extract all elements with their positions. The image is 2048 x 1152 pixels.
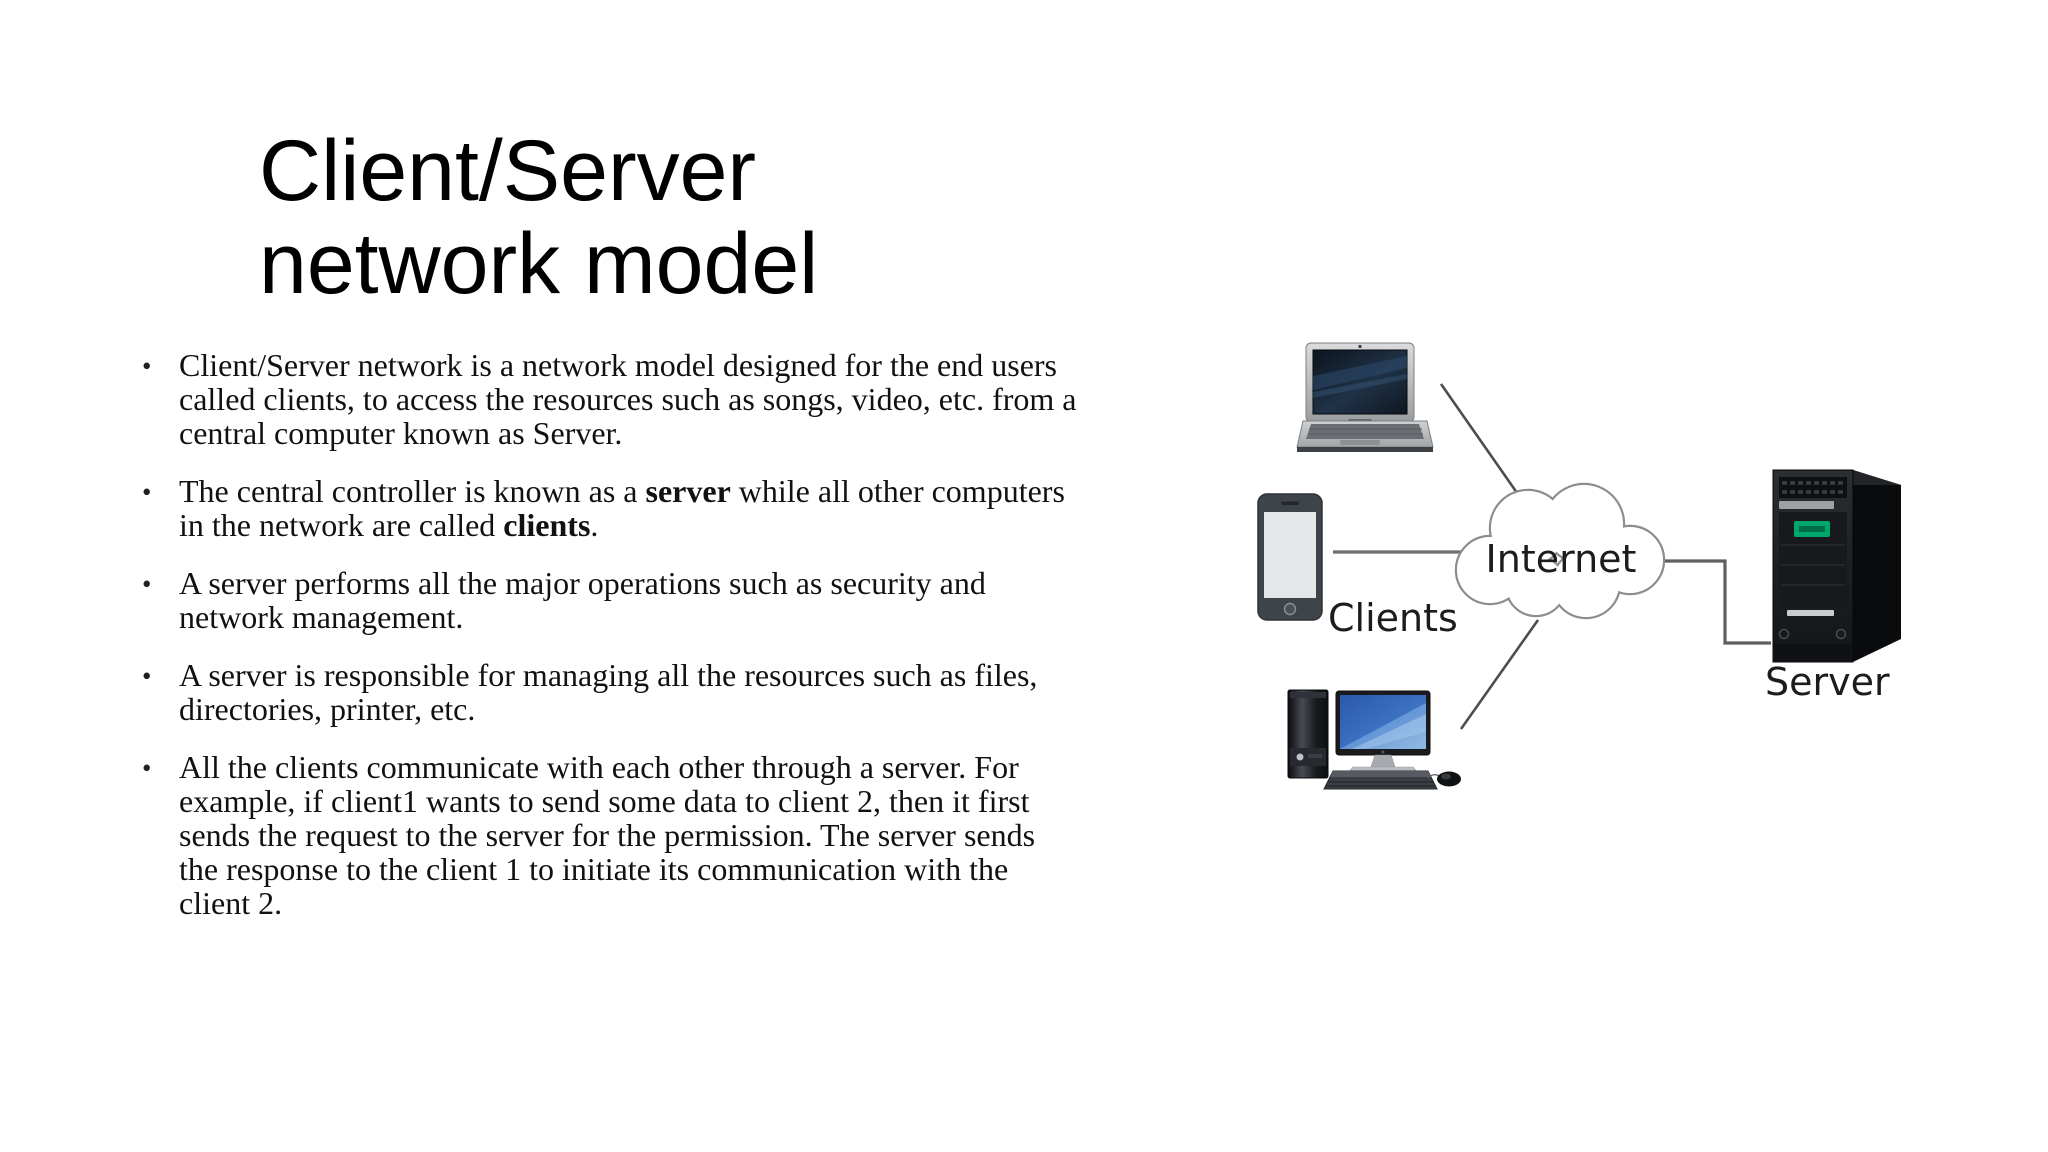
- server-tower-icon: [1772, 469, 1901, 663]
- connector-lines: [1333, 383, 1771, 730]
- internet-label: Internet: [1486, 537, 1637, 581]
- bullet-item: • A server is responsible for managing al…: [142, 658, 1078, 726]
- bullet-text: A server is responsible for managing all…: [179, 657, 1038, 727]
- bullet-item: • A server performs all the major operati…: [142, 566, 1078, 634]
- desktop-cloud-line: [1459, 619, 1540, 730]
- bullet-text: A server performs all the major operatio…: [179, 565, 986, 635]
- bullet-marker: •: [142, 477, 152, 507]
- clients-label: Clients: [1328, 596, 1458, 640]
- bullet-marker: •: [142, 351, 152, 381]
- bullet-text: The central controller is known as a ser…: [179, 473, 1065, 543]
- laptop-icon: [1296, 342, 1434, 452]
- bullet-marker: •: [142, 661, 152, 691]
- bullet-list: • Client/Server network is a network mode…: [142, 348, 1078, 944]
- page-title: Client/Server network model: [259, 123, 819, 312]
- smartphone-icon: [1257, 493, 1323, 621]
- server-label: Server: [1765, 660, 1890, 704]
- internet-cloud: Internet: [1454, 482, 1666, 620]
- bullet-marker: •: [142, 569, 152, 599]
- desktop-computer-icon: [1287, 689, 1461, 790]
- bullet-text: All the clients communicate with each ot…: [179, 749, 1036, 921]
- bullet-item: • All the clients communicate with each o…: [142, 750, 1078, 920]
- bullet-marker: •: [142, 753, 152, 783]
- bullet-item: • The central controller is known as a se…: [142, 474, 1078, 542]
- bullet-text: Client/Server network is a network model…: [179, 347, 1077, 451]
- network-diagram: Internet Clients: [1257, 342, 1901, 790]
- cloud-server-line: [1660, 559, 1771, 645]
- bullet-item: • Client/Server network is a network mode…: [142, 348, 1078, 450]
- laptop-cloud-line: [1439, 383, 1524, 501]
